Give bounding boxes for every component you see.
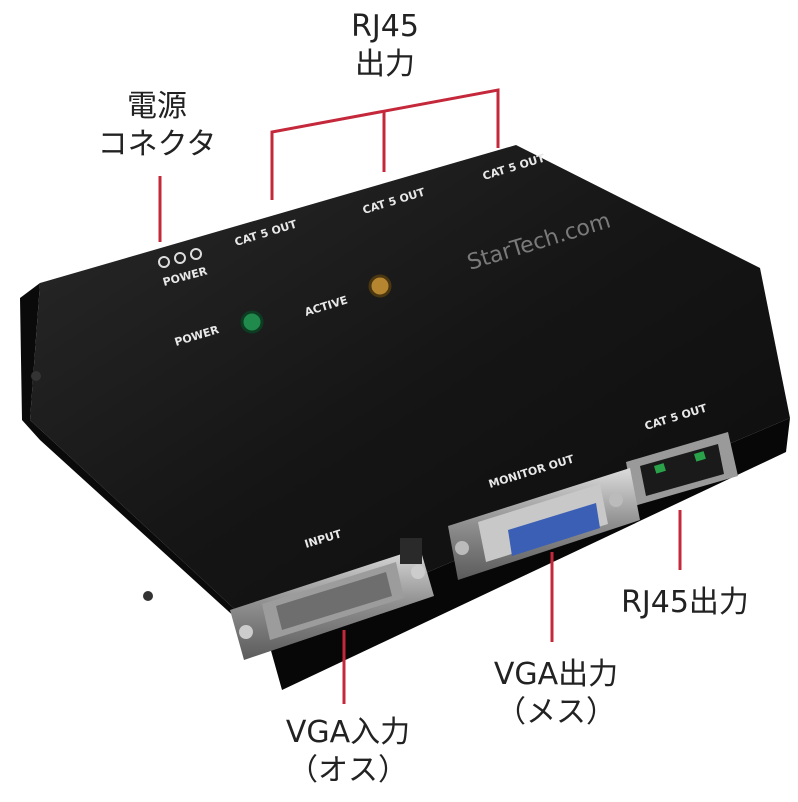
- power-jack-icon: [158, 248, 202, 268]
- callout-rj45-top: RJ45 出力: [351, 9, 419, 82]
- callout-lines: [158, 88, 682, 704]
- power-led-icon: [240, 310, 264, 334]
- callout-power-connector: 電源 コネクタ: [97, 89, 217, 162]
- active-led-icon: [368, 274, 392, 298]
- callout-vga-out: VGA出力 （メス）: [493, 657, 619, 730]
- vga-male-port-icon: [230, 538, 434, 660]
- callout-rj45-right: RJ45出力: [621, 585, 749, 620]
- callout-vga-in: VGA入力 （オス）: [285, 715, 411, 788]
- screw-left-bottom: [143, 591, 153, 601]
- vga-female-port-icon: [448, 468, 640, 580]
- screw-left-top: [31, 371, 41, 381]
- device-top-face: [30, 145, 790, 640]
- rj45-port-icon: [626, 432, 738, 506]
